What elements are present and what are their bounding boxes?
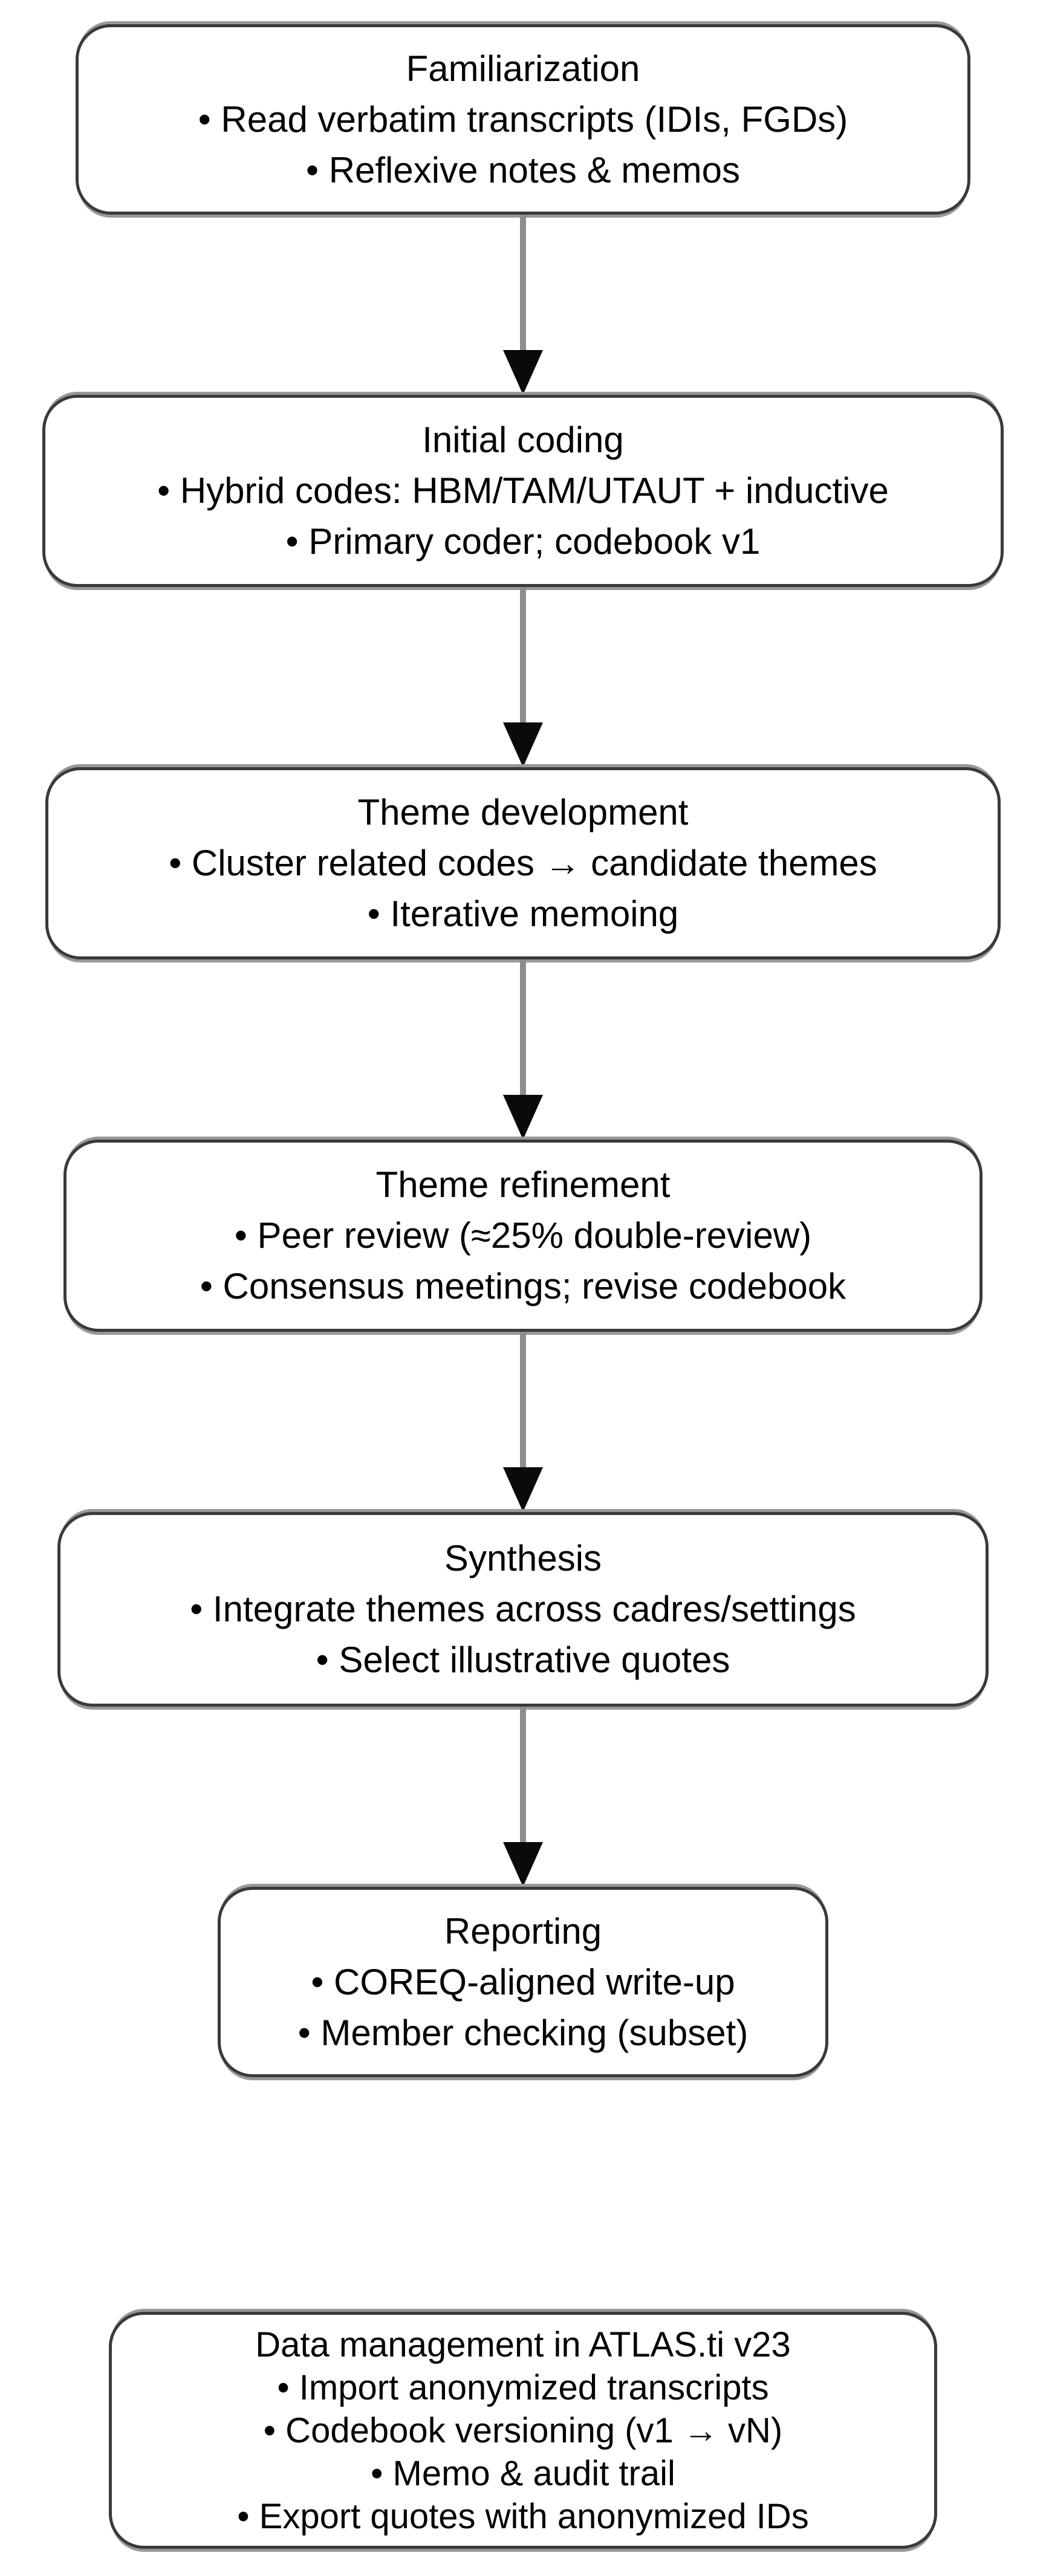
arrow-down-icon — [503, 722, 543, 767]
node-familiarization: Familiarization • Read verbatim transcri… — [76, 24, 970, 215]
flow-arrow — [503, 959, 543, 1140]
node-bullet: • Cluster related codes → candidate them… — [169, 843, 877, 883]
arrow-down-icon — [503, 1095, 543, 1140]
node-bullet: • Reflexive notes & memos — [306, 149, 740, 190]
node-title: Reporting — [444, 1910, 602, 1951]
node-bullet: • Codebook versioning (v1 → vN) — [263, 2410, 783, 2450]
node-bullet: • Member checking (subset) — [297, 2012, 749, 2053]
node-bullet: • Primary coder; codebook v1 — [285, 521, 761, 562]
node-synthesis: Synthesis • Integrate themes across cadr… — [57, 1512, 989, 1707]
arrow-down-icon — [503, 350, 543, 395]
node-bullet: • Memo & audit trail — [371, 2453, 675, 2493]
arrow-down-icon — [503, 1842, 543, 1887]
node-title: Synthesis — [444, 1538, 602, 1578]
node-bullet: • Read verbatim transcripts (IDIs, FGDs) — [198, 99, 848, 140]
node-bullet: • Integrate themes across cadres/setting… — [190, 1589, 856, 1629]
node-title: Initial coding — [422, 420, 624, 460]
node-bullet: • Export quotes with anonymized IDs — [237, 2496, 809, 2536]
flow-arrow — [503, 1707, 543, 1887]
flow-arrow — [503, 587, 543, 767]
arrow-line — [520, 587, 526, 724]
node-initial-coding: Initial coding • Hybrid codes: HBM/TAM/U… — [42, 395, 1004, 587]
node-theme-refinement: Theme refinement • Peer review (≈25% dou… — [63, 1140, 983, 1332]
arrow-line — [520, 215, 526, 351]
node-title: Theme development — [357, 792, 689, 832]
node-bullet: • Hybrid codes: HBM/TAM/UTAUT + inductiv… — [157, 470, 889, 511]
flow-arrow — [503, 1332, 543, 1512]
node-bullet: • Peer review (≈25% double-review) — [234, 1215, 812, 1256]
arrow-line — [520, 1707, 526, 1843]
node-title: Data management in ATLAS.ti v23 — [255, 2325, 791, 2364]
arrow-line — [520, 1332, 526, 1468]
node-data-management: Data management in ATLAS.ti v23 • Import… — [109, 2312, 937, 2549]
node-title: Theme refinement — [375, 1164, 671, 1205]
node-theme-development: Theme development • Cluster related code… — [45, 767, 1001, 959]
node-bullet: • Import anonymized transcripts — [277, 2367, 769, 2407]
node-bullet: • Select illustrative quotes — [316, 1640, 730, 1680]
arrow-line — [520, 959, 526, 1096]
node-reporting: Reporting • COREQ-aligned write-up • Mem… — [218, 1887, 828, 2077]
node-title: Familiarization — [406, 48, 640, 89]
flow-arrow — [503, 215, 543, 395]
node-bullet: • COREQ-aligned write-up — [311, 1961, 735, 2002]
node-bullet: • Iterative memoing — [367, 894, 679, 934]
arrow-down-icon — [503, 1467, 543, 1512]
node-bullet: • Consensus meetings; revise codebook — [200, 1266, 846, 1306]
